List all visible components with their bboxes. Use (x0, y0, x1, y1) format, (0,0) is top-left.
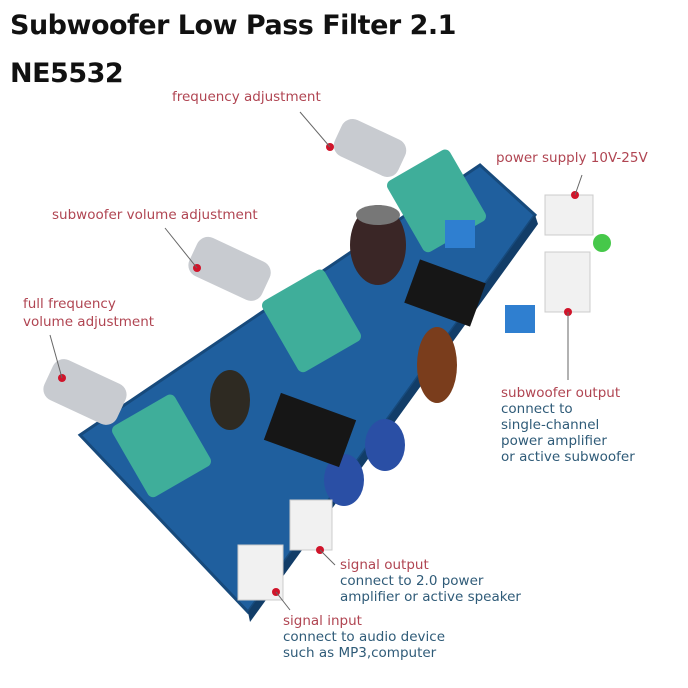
subwoofer-output-connector (544, 251, 591, 313)
label-subwoofer-output: subwoofer output connect to single-chann… (501, 385, 635, 465)
ic-ne5532 (263, 392, 357, 468)
label-subwoofer-volume-adjustment: subwoofer volume adjustment (52, 207, 258, 223)
leader-lines (49, 111, 583, 611)
title-line-1: Subwoofer Low Pass Filter 2.1 (10, 10, 456, 41)
capacitor-large (350, 205, 406, 285)
label-signal-input: signal input connect to audio device suc… (283, 613, 445, 661)
label-frequency-adjustment: frequency adjustment (172, 89, 321, 105)
label-full-frequency-line2: volume adjustment (23, 314, 155, 330)
capacitor (324, 454, 364, 506)
capacitor (417, 327, 457, 403)
potentiometer-subwoofer-volume (188, 236, 361, 373)
subwoofer-output-title: subwoofer output (501, 385, 621, 401)
ic-ne5532 (404, 259, 486, 327)
capacitor (210, 370, 250, 430)
signal-output-connector (289, 499, 333, 551)
label-signal-output: signal output connect to 2.0 power ampli… (340, 557, 521, 605)
power-connector (544, 194, 594, 236)
capacitor (365, 419, 405, 471)
label-full-frequency-line1: full frequency (23, 296, 116, 312)
label-power-supply: power supply 10V-25V (496, 150, 648, 166)
title-line-2: NE5532 (10, 58, 124, 89)
led-icon (593, 234, 611, 252)
potentiometer-full-volume (43, 359, 211, 498)
